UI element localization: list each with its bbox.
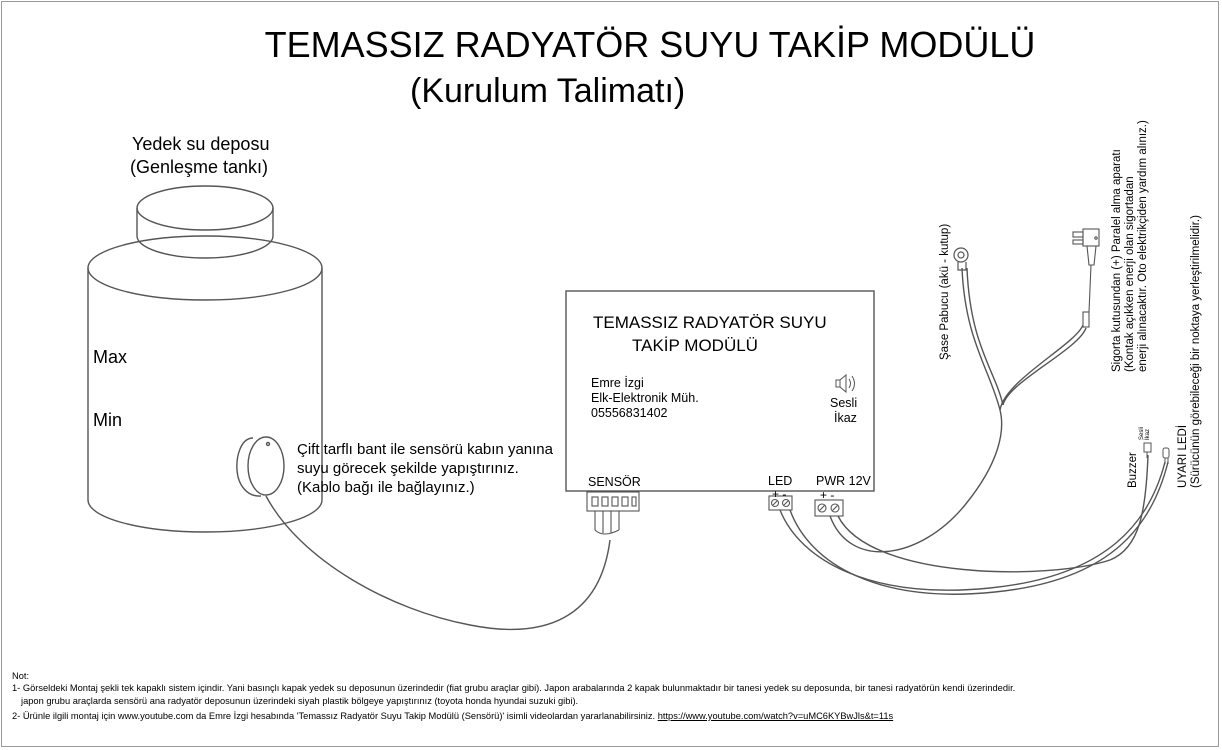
led-port-label: LED <box>768 474 793 488</box>
ground-wire <box>961 267 1001 411</box>
warning-led-icon <box>1162 447 1170 464</box>
min-level-label: Min <box>93 410 123 430</box>
page-title: TEMASSIZ RADYATÖR SUYU TAKİP MODÜLÜ <box>264 24 1036 65</box>
sensor-port-label: SENSÖR <box>588 475 641 489</box>
page-subtitle: (Kurulum Talimatı) <box>410 72 686 110</box>
sensor-connector <box>586 491 640 535</box>
sensor-instruction-line2: suyu görecek şekilde yapıştırınız. <box>297 460 519 477</box>
note-2: 2- Ürünle ilgili montaj için www.youtube… <box>12 710 1015 722</box>
fuse-label-line1: Sigorta kutusundan (+) Paralel alma apar… <box>1111 149 1123 372</box>
fuse-label: Sigorta kutusundan (+) Paralel alma apar… <box>1111 120 1150 372</box>
fuse-wire-2 <box>1002 327 1087 406</box>
fuse-tap-icon <box>1072 228 1100 328</box>
module-box <box>565 290 875 492</box>
module-info: Emre İzgi Elk-Elektronik Müh. 0555683140… <box>591 376 699 421</box>
expansion-tank <box>87 185 323 533</box>
module-info-company: Elk-Elektronik Müh. <box>591 391 699 405</box>
fuse-label-line3: enerji alınacaktır. Oto elektrikçiden ya… <box>1137 120 1149 372</box>
warning-led-label: UYARI LEDİ (Sürücünün görebileceği bir n… <box>1177 215 1203 488</box>
warning-led-label-line1: UYARI LEDİ <box>1177 424 1189 488</box>
tank-sublabel: (Genleşme tankı) <box>130 157 269 177</box>
sensor-instruction: Çift tarflı bant ile sensörü kabın yanın… <box>297 440 553 497</box>
note-2-text: 2- Ürünle ilgili montaj için www.youtube… <box>12 710 656 721</box>
note-1-line1: 1- Görseldeki Montaj şekli tek kapaklı s… <box>12 683 1016 694</box>
speaker-label-line2: İkaz <box>834 411 857 425</box>
pwr-terminal <box>814 499 844 517</box>
sensor-cable <box>265 495 611 631</box>
sensor-instruction-line1: Çift tarflı bant ile sensörü kabın yanın… <box>297 441 553 458</box>
buzzer-icon <box>1143 442 1152 458</box>
power-cable <box>829 409 1003 553</box>
notes-header: Not: <box>12 671 30 681</box>
led-polarity: + - <box>772 487 787 501</box>
led-cable-2 <box>789 461 1169 595</box>
buzzer-cable <box>837 454 1149 573</box>
fuse-wire <box>999 324 1084 411</box>
ground-wire-2 <box>966 267 1004 406</box>
note-1-line2: japon grubu araçlarda sensörü ana radyat… <box>21 695 579 706</box>
warning-led-label-line2: (Sürücünün görebileceği bir noktaya yerl… <box>1190 215 1202 488</box>
buzzer-label: Buzzer <box>1127 452 1139 488</box>
notes-section: Not: 1- Görseldeki Montaj şekli tek kapa… <box>12 670 1015 722</box>
buzzer-small-label: Sesli İkaz <box>1139 427 1151 440</box>
speaker-label-line1: Sesli <box>830 396 858 410</box>
speaker-icon <box>835 373 855 394</box>
module-title-line1: TEMASSIZ RADYATÖR SUYU <box>593 313 827 332</box>
max-level-label: Max <box>93 347 128 367</box>
sensor-puck <box>236 436 285 497</box>
pwr-port-label: PWR 12V <box>816 474 871 488</box>
ground-label: Şase Pabucu (akü - kutup) <box>939 223 951 360</box>
sensor-instruction-line3: (Kablo bağı ile bağlayınız.) <box>297 479 475 496</box>
fuse-label-line2: (Kontak açıkken enerji olan sigortadan <box>1124 176 1136 372</box>
buzzer-small-label-line2: İkaz <box>1145 428 1151 440</box>
youtube-link[interactable]: https://www.youtube.com/watch?v=uMC6KYBw… <box>657 710 894 721</box>
module-info-phone: 05556831402 <box>591 406 668 420</box>
pwr-polarity: + - <box>820 488 835 502</box>
tank-label: Yedek su deposu <box>132 134 270 154</box>
module-info-name: Emre İzgi <box>591 376 644 390</box>
ground-ring-icon <box>953 247 969 271</box>
module-title-line2: TAKİP MODÜLÜ <box>632 336 758 355</box>
